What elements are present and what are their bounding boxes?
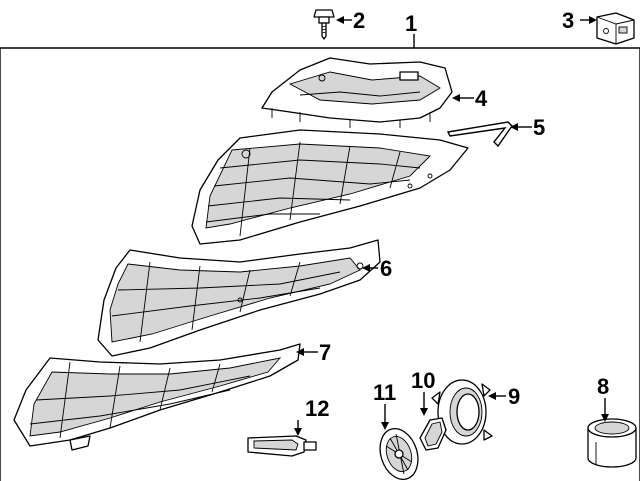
callout-2: 2 [353, 8, 365, 33]
part-2-bolt[interactable] [313, 9, 335, 40]
callout-4: 4 [475, 86, 488, 111]
callout-1: 1 [405, 11, 417, 36]
callout-6: 6 [380, 256, 392, 281]
part-5-wire[interactable] [446, 121, 513, 148]
callout-3: 3 [562, 8, 574, 33]
part-6-bezel[interactable] [97, 239, 381, 357]
part-10-seal[interactable] [419, 417, 447, 451]
callout-8: 8 [597, 374, 609, 399]
callout-12: 12 [305, 396, 329, 421]
part-3-clip[interactable] [596, 12, 635, 45]
callout-5: 5 [533, 115, 545, 140]
callout-11: 11 [373, 380, 396, 405]
callout-labels: 1 2 3 4 5 6 7 8 9 10 11 12 [305, 8, 609, 421]
part-9-holder-ring[interactable] [431, 379, 493, 445]
callout-10: 10 [411, 368, 435, 393]
part-7-lower-trim[interactable] [13, 343, 301, 451]
part-8-cap[interactable] [587, 418, 637, 468]
headlamp-housing[interactable] [191, 129, 469, 245]
part-11-socket[interactable] [374, 424, 424, 481]
callout-9: 9 [508, 384, 520, 409]
assembly-frame [0, 34, 640, 481]
part-4-upper-bracket[interactable] [261, 57, 453, 128]
leader-lines [294, 16, 609, 436]
callout-7: 7 [319, 340, 331, 365]
part-12-side-marker[interactable] [247, 435, 317, 457]
